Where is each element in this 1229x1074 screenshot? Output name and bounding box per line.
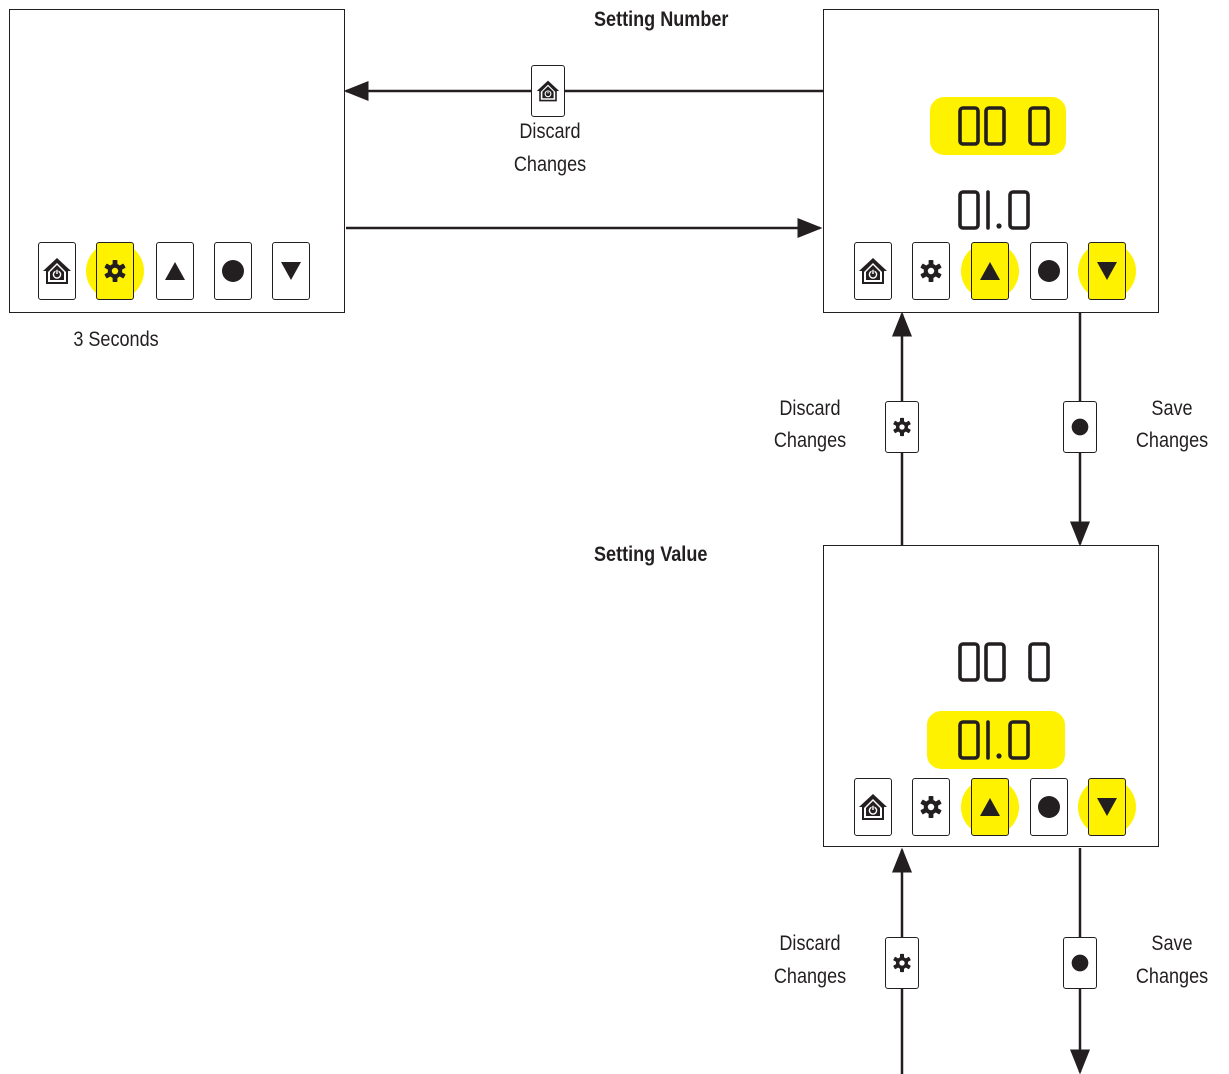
- discard-bottom-line1: Discard: [779, 932, 841, 955]
- gear-button[interactable]: [96, 242, 134, 300]
- home-power-button[interactable]: [38, 242, 76, 300]
- up-triangle-icon: [980, 798, 1000, 816]
- down-button[interactable]: [1088, 242, 1126, 300]
- save-bottom-line1: Save: [1151, 932, 1193, 955]
- down-triangle-icon: [1097, 798, 1117, 816]
- gear-icon: [920, 796, 942, 818]
- home-power-icon: [859, 794, 887, 820]
- home-screen-panel: [9, 9, 345, 313]
- home-power-icon: [43, 258, 71, 284]
- circle-icon: [1071, 954, 1089, 972]
- home-power-button[interactable]: [854, 778, 892, 836]
- circle-icon: [1038, 796, 1060, 818]
- circle-icon: [222, 260, 244, 282]
- save-bottom-line2: Changes: [1135, 965, 1209, 988]
- save-mid-line2: Changes: [1135, 429, 1209, 452]
- setting-number-display: [958, 106, 1050, 146]
- setting-number-readout: [958, 642, 1050, 682]
- home-power-button[interactable]: [854, 242, 892, 300]
- down-triangle-icon: [1097, 262, 1117, 280]
- circle-icon: [1038, 260, 1060, 282]
- value-display-highlight: [927, 711, 1065, 769]
- gear-button[interactable]: [912, 242, 950, 300]
- up-button[interactable]: [971, 778, 1009, 836]
- discard-gear-button[interactable]: [885, 401, 919, 453]
- setting-number-heading: Setting Number: [594, 8, 729, 31]
- gear-button[interactable]: [912, 778, 950, 836]
- circle-button[interactable]: [1030, 242, 1068, 300]
- save-circle-button[interactable]: [1063, 937, 1097, 989]
- setting-value-readout: [958, 190, 1030, 230]
- save-circle-button[interactable]: [1063, 401, 1097, 453]
- save-mid-line1: Save: [1151, 397, 1193, 420]
- discard-bottom-line2: Changes: [773, 965, 847, 988]
- up-button[interactable]: [156, 242, 194, 300]
- discard-mid-line1: Discard: [779, 397, 841, 420]
- discard-home-button[interactable]: [531, 65, 565, 117]
- gear-icon: [920, 260, 942, 282]
- gear-icon: [104, 260, 126, 282]
- up-triangle-icon: [980, 262, 1000, 280]
- home-power-icon: [859, 258, 887, 284]
- setting-number-panel: [823, 9, 1159, 313]
- setting-value-panel: [823, 545, 1159, 847]
- circle-button[interactable]: [214, 242, 252, 300]
- discard-gear-button[interactable]: [885, 937, 919, 989]
- up-triangle-icon: [165, 262, 185, 280]
- circle-icon: [1071, 418, 1089, 436]
- home-power-icon: [536, 80, 560, 102]
- discard-mid-line2: Changes: [773, 429, 847, 452]
- down-button[interactable]: [272, 242, 310, 300]
- gear-icon: [893, 953, 911, 973]
- down-triangle-icon: [281, 262, 301, 280]
- setting-value-heading: Setting Value: [594, 543, 708, 566]
- down-button[interactable]: [1088, 778, 1126, 836]
- three-seconds-caption: 3 Seconds: [73, 328, 159, 351]
- discard-top-line1: Discard: [519, 120, 581, 143]
- gear-icon: [893, 417, 911, 437]
- circle-button[interactable]: [1030, 778, 1068, 836]
- up-button[interactable]: [971, 242, 1009, 300]
- discard-top-line2: Changes: [513, 153, 587, 176]
- setting-value-display: [958, 720, 1030, 760]
